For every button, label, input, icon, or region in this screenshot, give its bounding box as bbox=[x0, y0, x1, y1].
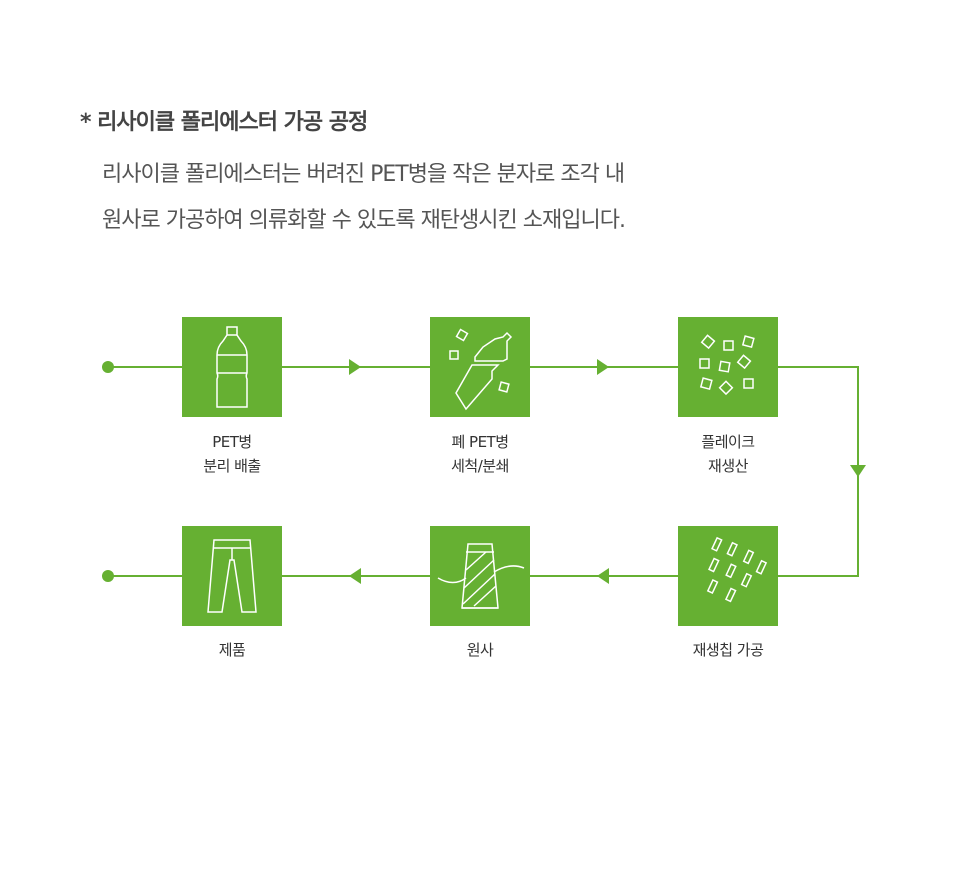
start-dot bbox=[102, 361, 114, 373]
step-box-pet-bottle bbox=[182, 317, 282, 417]
description-line: 원사로 가공하여 의류화할 수 있도록 재탄생시킨 소재입니다. bbox=[102, 208, 626, 233]
step-label: 재생칩 가공 bbox=[692, 641, 764, 659]
step-label: 원사 bbox=[466, 641, 494, 659]
arrow-left-icon bbox=[597, 568, 609, 584]
crushed-bottle-icon bbox=[449, 328, 513, 411]
step-box-product bbox=[182, 526, 282, 626]
arrow-right-icon bbox=[349, 359, 361, 375]
bottle-icon bbox=[216, 326, 248, 408]
yarn-spool-icon bbox=[437, 543, 525, 609]
step-box-chips bbox=[678, 526, 778, 626]
description-line: 리사이클 폴리에스터는 버려진 PET병을 작은 분자로 조각 내 bbox=[102, 162, 625, 187]
section-description: 리사이클 폴리에스터는 버려진 PET병을 작은 분자로 조각 내 원사로 가공… bbox=[102, 152, 626, 244]
step-box-flakes bbox=[678, 317, 778, 417]
arrow-down-icon bbox=[850, 465, 866, 477]
arrow-right-icon bbox=[597, 359, 609, 375]
step-box-crushed-bottle bbox=[430, 317, 530, 417]
flakes-icon bbox=[699, 334, 755, 396]
step-label: 제품 bbox=[218, 641, 246, 659]
step-box-yarn bbox=[430, 526, 530, 626]
end-dot bbox=[102, 570, 114, 582]
section-title: * 리사이클 폴리에스터 가공 공정 bbox=[80, 110, 368, 135]
pants-icon bbox=[207, 539, 257, 613]
chips-icon bbox=[706, 536, 768, 603]
arrow-left-icon bbox=[349, 568, 361, 584]
